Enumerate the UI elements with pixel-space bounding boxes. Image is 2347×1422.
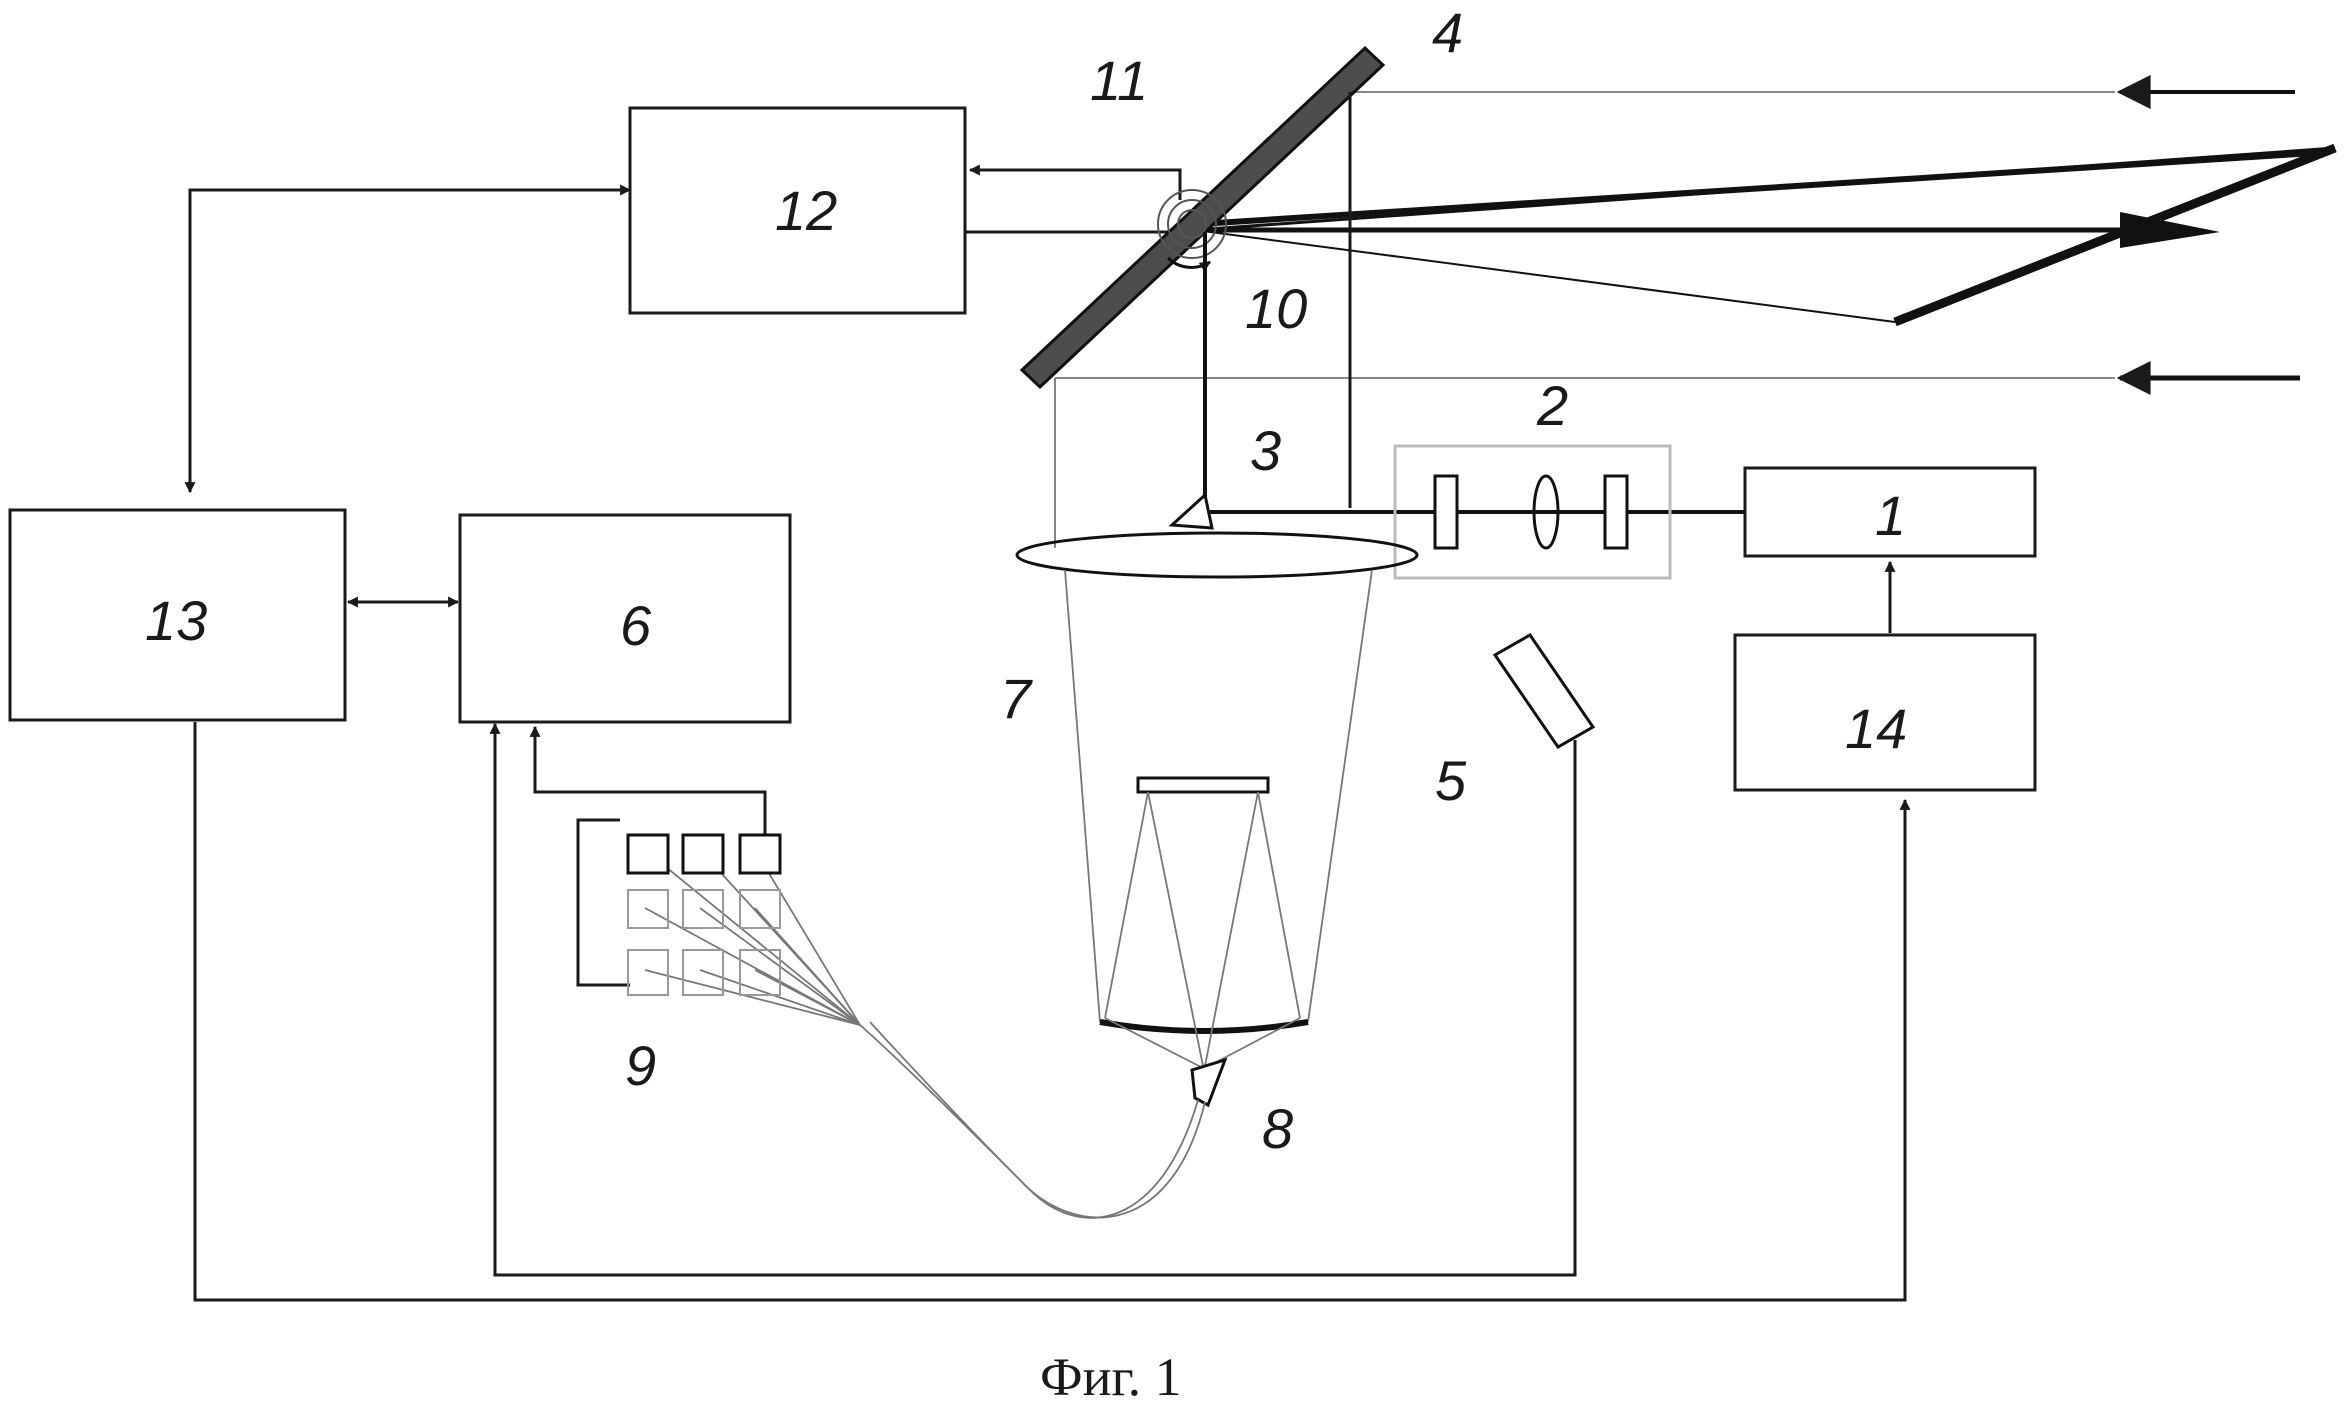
- label-5: 5: [1435, 749, 1467, 812]
- label-1: 1: [1875, 484, 1906, 547]
- sensor-5: 5: [1435, 633, 1596, 812]
- label-14: 14: [1845, 697, 1907, 760]
- rotation-drive-11: 11: [1090, 49, 1227, 272]
- label-9: 9: [625, 1034, 656, 1097]
- label-7: 7: [1000, 667, 1033, 730]
- block-13: 13: [8, 508, 347, 722]
- label-4: 4: [1432, 1, 1463, 64]
- label-12: 12: [775, 179, 837, 242]
- block-6: 6: [458, 513, 792, 724]
- block-12: 12: [628, 106, 967, 315]
- label-3: 3: [1250, 419, 1281, 482]
- beam-expander-2: 2: [1393, 374, 1672, 580]
- block-1-laser: 1: [1743, 466, 2037, 558]
- label-6: 6: [620, 594, 652, 657]
- detector-array-9: 9: [625, 833, 782, 1097]
- fiber-bundle: [644, 849, 1206, 1219]
- laser-beam-path: 10 3: [1168, 92, 1745, 530]
- fold-prism: [1168, 492, 1214, 530]
- label-10: 10: [1245, 277, 1307, 340]
- outgoing-beam: [1194, 143, 2337, 327]
- label-8: 8: [1262, 1097, 1293, 1160]
- label-2: 2: [1536, 374, 1568, 437]
- fiber-coupler-8: 8: [1190, 1057, 1293, 1160]
- scanning-mirror-4: 4: [1019, 1, 1463, 390]
- signal-wires: [184, 164, 1911, 1302]
- receiving-telescope-7: 7: [1000, 378, 1419, 1069]
- label-13: 13: [145, 589, 207, 652]
- block-14: 14: [1733, 633, 2037, 792]
- figure-caption: Фиг. 1: [1040, 1347, 1182, 1407]
- label-11: 11: [1090, 49, 1148, 112]
- incoming-light: [1055, 75, 2300, 395]
